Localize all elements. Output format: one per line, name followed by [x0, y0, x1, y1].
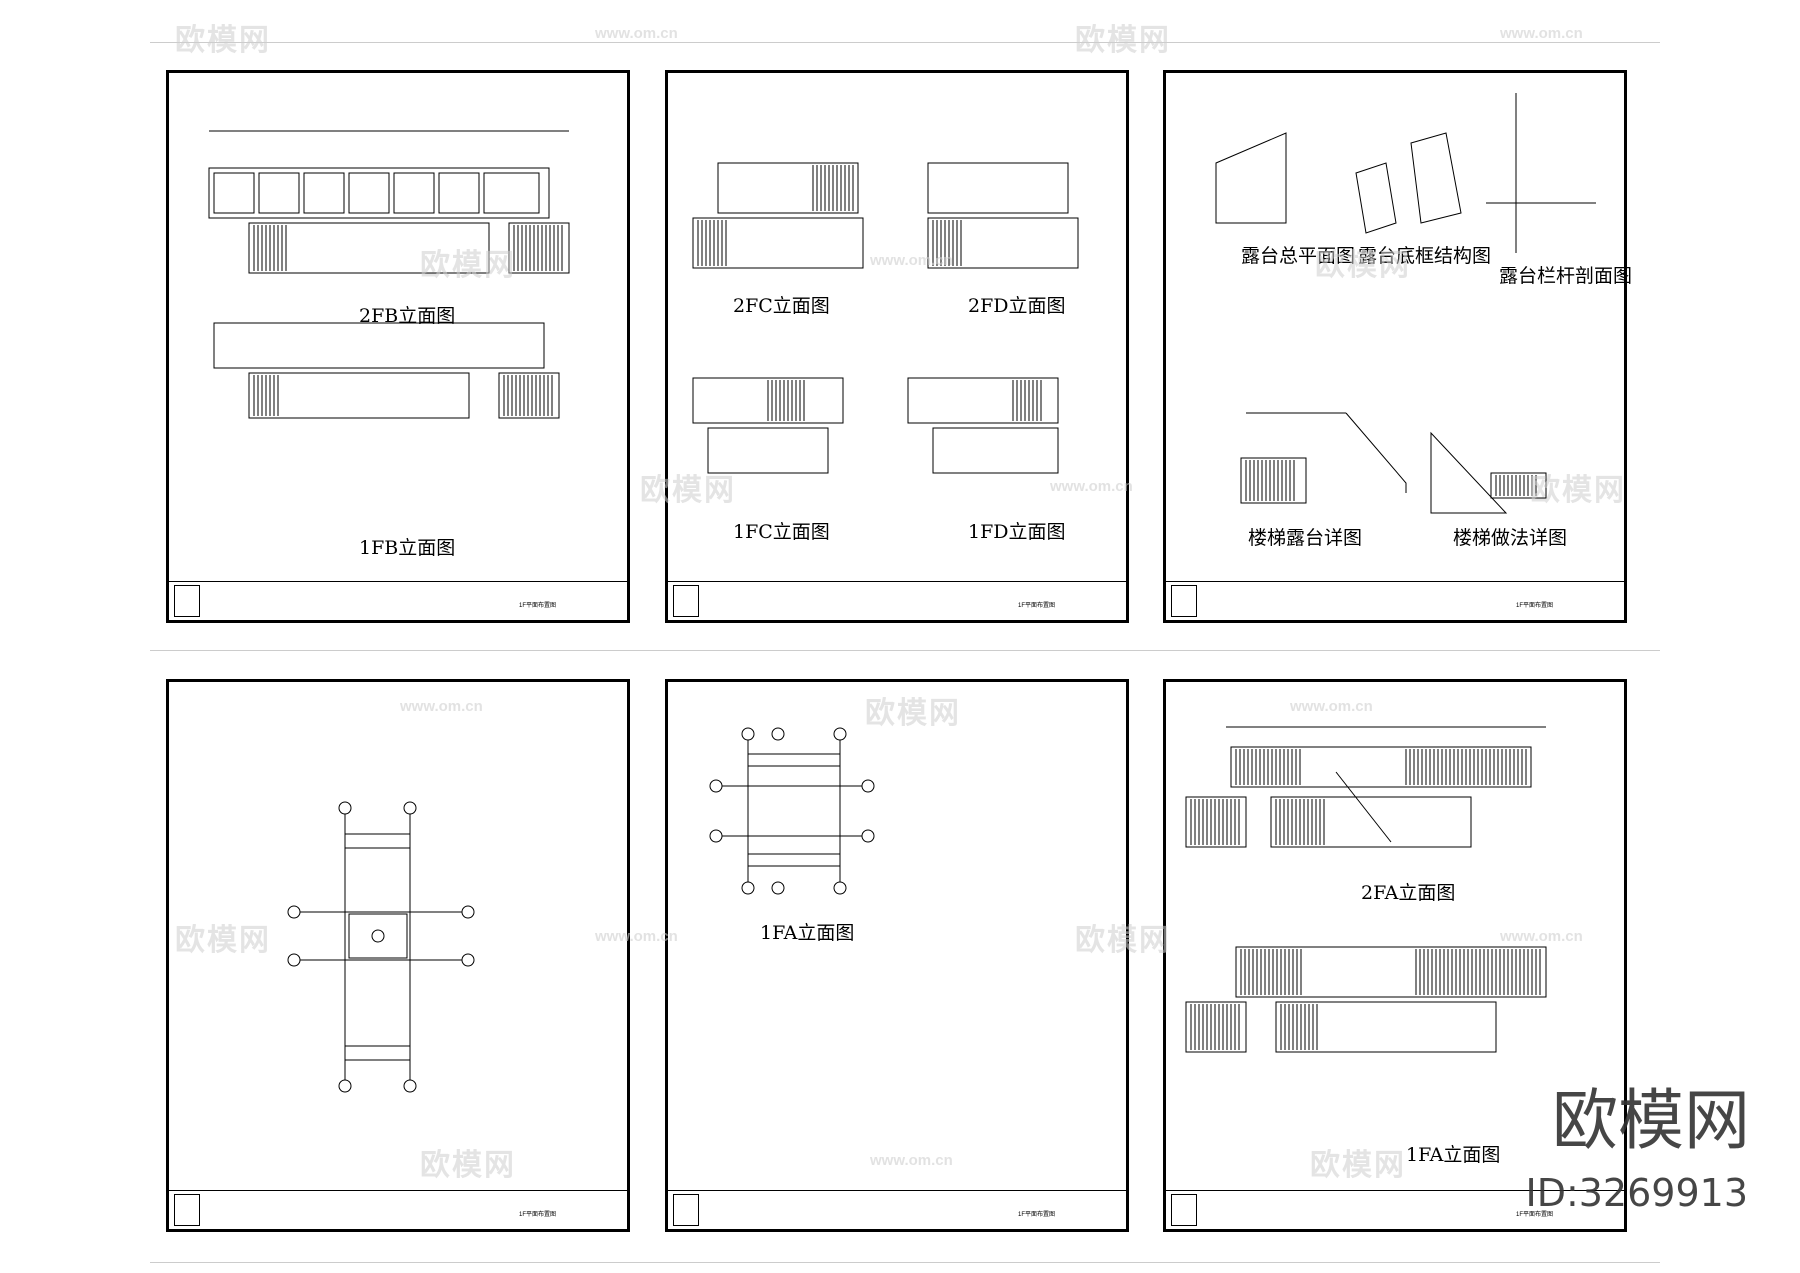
- drawing-sheet-3: 露台总平面图 露台底框结构图 露台栏杆剖面图 楼梯露台详图 楼梯做法详图 1F平…: [1163, 70, 1632, 623]
- title-block-logo: [673, 585, 699, 617]
- drawing-name: 1F平面布置图: [1018, 603, 1056, 609]
- title-block: 1F平面布置图: [668, 581, 1126, 620]
- drawing-name: 1F平面布置图: [1516, 603, 1554, 609]
- hatch-1: [253, 225, 563, 416]
- sheet-6-title-2: 1FA立面图: [1406, 1144, 1501, 1166]
- title-block: 1F平面布置图: [169, 1190, 627, 1229]
- frame-line-bottom: [150, 1262, 1660, 1263]
- sheet-5-title-1: 1FA立面图: [760, 922, 855, 944]
- title-block: 1F平面布置图: [1166, 581, 1624, 620]
- sheet-1-title-2: 1FB立面图: [359, 537, 456, 559]
- sheet-3-title-2: 露台底框结构图: [1358, 245, 1492, 267]
- sheet-2-title-2: 2FD立面图: [968, 295, 1066, 317]
- watermark-url: www.om.cn: [1500, 25, 1583, 42]
- sheet-3-title-5: 楼梯做法详图: [1453, 527, 1568, 549]
- sheet-2-title-3: 1FC立面图: [733, 521, 830, 543]
- watermark-url: www.om.cn: [595, 25, 678, 42]
- sheet-6-drawing: [1185, 726, 1547, 1053]
- sheet-2-title-4: 1FD立面图: [968, 521, 1066, 543]
- title-block-logo: [1171, 585, 1197, 617]
- title-block-logo: [174, 585, 200, 617]
- sheet-3-title-3: 露台栏杆剖面图: [1499, 265, 1633, 287]
- frame-line-mid: [150, 650, 1660, 651]
- drawing-name: 1F平面布置图: [1516, 1212, 1554, 1218]
- drawing-sheet-2: 2FC立面图 2FD立面图 1FC立面图 1FD立面图 1F平面布置图: [665, 70, 1129, 623]
- drawing-name: 1F平面布置图: [519, 1212, 557, 1218]
- title-block-logo: [1171, 1194, 1197, 1226]
- brand-logo: 欧模网: [1552, 1082, 1750, 1159]
- watermark-brand: 欧模网: [175, 24, 271, 57]
- drawing-name: 1F平面布置图: [519, 603, 557, 609]
- sheet-2-title-1: 2FC立面图: [733, 295, 830, 317]
- model-id: ID:3269913: [1525, 1171, 1748, 1215]
- sheet-4-drawing: [287, 801, 475, 1093]
- title-block-logo: [673, 1194, 699, 1226]
- drawing-sheet-5: 1FA立面图 1F平面布置图: [665, 679, 1129, 1232]
- title-block: 1F平面布置图: [668, 1190, 1126, 1229]
- sheet-1-drawing: [208, 130, 570, 419]
- drawing-name: 1F平面布置图: [1018, 1212, 1056, 1218]
- watermark-brand: 欧模网: [1075, 24, 1171, 57]
- title-block: 1F平面布置图: [1166, 1190, 1624, 1229]
- sheet-3-title-1: 露台总平面图: [1241, 245, 1356, 267]
- sheet-2-drawing: [692, 162, 1079, 474]
- frame-line-top: [150, 42, 1660, 43]
- drawing-sheet-4: 1F平面布置图: [166, 679, 630, 1232]
- sheet-1-title-1: 2FB立面图: [359, 305, 456, 327]
- sheet-5-drawing: [709, 727, 875, 895]
- sheet-6-title-1: 2FA立面图: [1361, 882, 1456, 904]
- sheet-3-drawing: [1215, 93, 1596, 514]
- title-block: 1F平面布置图: [169, 581, 627, 620]
- drawing-sheet-6: 2FA立面图 1FA立面图 1F平面布置图: [1163, 679, 1627, 1232]
- drawing-sheet-1: 2FB立面图 1FB立面图 1F平面布置图: [166, 70, 630, 623]
- sheet-3-title-4: 楼梯露台详图: [1248, 527, 1363, 549]
- title-block-logo: [174, 1194, 200, 1226]
